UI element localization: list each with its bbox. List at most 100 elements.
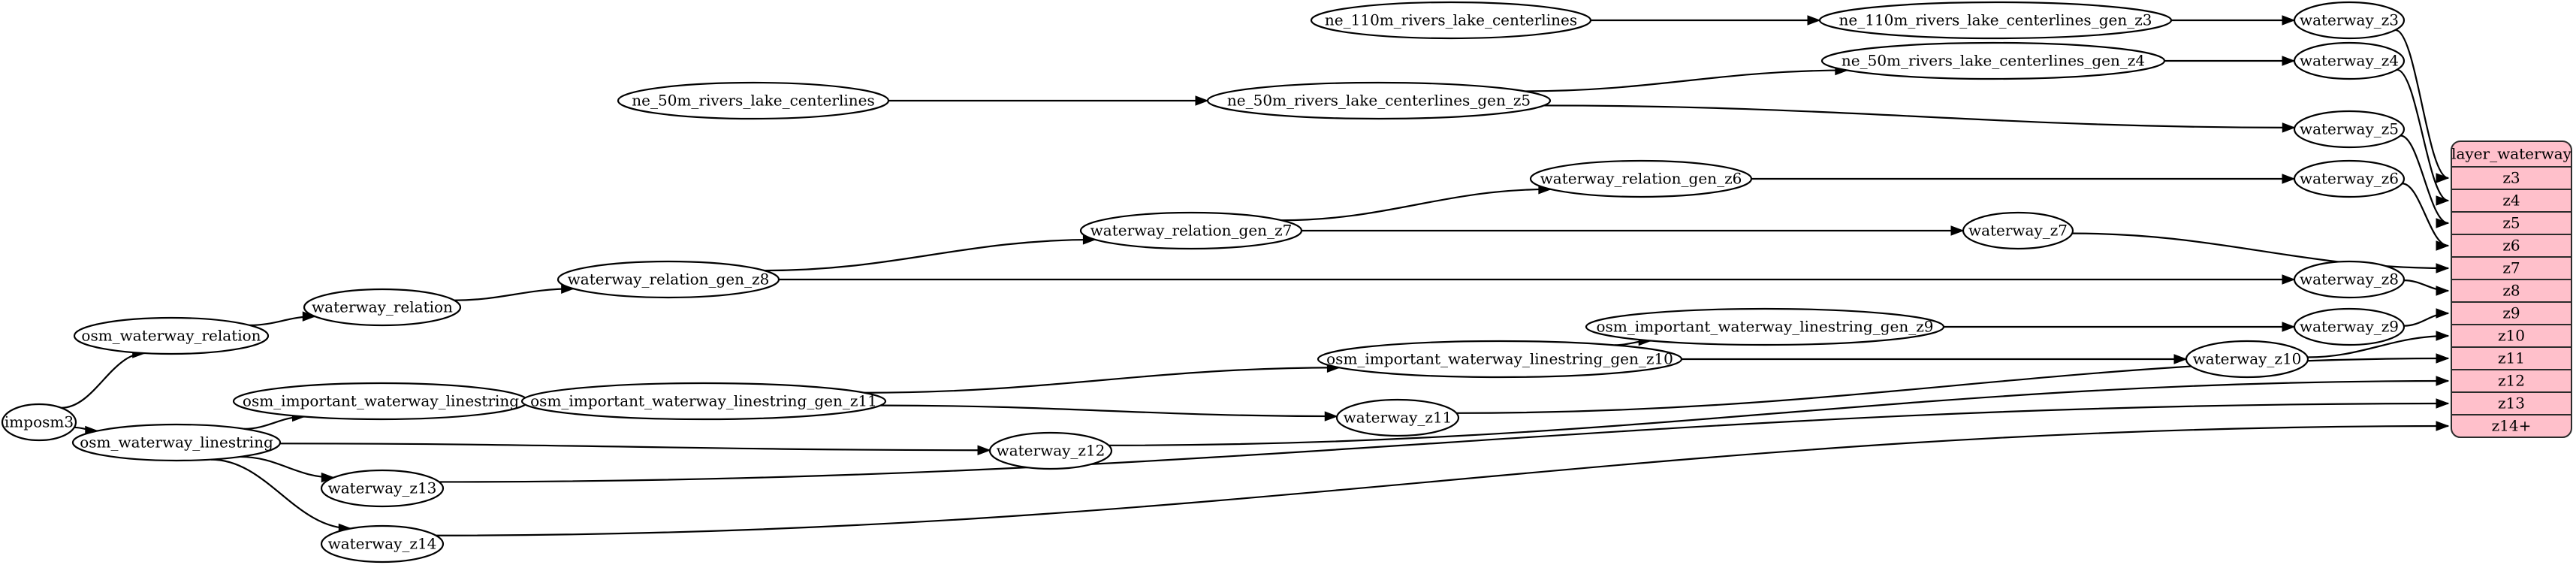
graph-edge [2072,232,2449,270]
graph-node-osm_waterway_relation[interactable]: osm_waterway_relation [73,316,270,355]
node-ellipse [2293,159,2406,198]
node-label: imposm3 [5,413,74,431]
node-ellipse [71,423,282,462]
graph-node-waterway_z5[interactable]: waterway_z5 [2293,110,2406,149]
graph-node-osm_important_waterway_linestring_gen_z10[interactable]: osm_important_waterway_linestring_gen_z1… [1317,340,1683,379]
graph-node-waterway_relation_gen_z8[interactable]: waterway_relation_gen_z8 [557,260,780,299]
edge-arrowhead [2436,218,2450,228]
graph-node-waterway_z7[interactable]: waterway_z7 [1962,211,2074,250]
node-ellipse [303,288,462,327]
node-label: waterway_z3 [2300,11,2399,29]
node-label: osm_waterway_linestring [80,434,273,452]
layer-table-row-z3[interactable]: z3 [2502,169,2520,187]
graph-edge [210,458,351,530]
graph-node-osm_important_waterway_linestring[interactable]: osm_important_waterway_linestring [232,382,529,421]
graph-node-waterway_z4[interactable]: waterway_z4 [2293,41,2406,80]
graph-node-osm_important_waterway_linestring_gen_z11[interactable]: osm_important_waterway_linestring_gen_z1… [520,382,887,421]
node-label: waterway_relation_gen_z8 [568,270,770,289]
node-label: waterway_z10 [2193,350,2302,368]
layer-table-row-z7[interactable]: z7 [2502,259,2520,277]
layer-table-row-z11[interactable]: z11 [2498,349,2525,367]
node-label: waterway_z12 [997,442,1106,460]
node-ellipse [2293,307,2406,346]
layer-table-row-z9[interactable]: z9 [2502,304,2520,322]
graph-node-waterway_z13[interactable]: waterway_z13 [320,469,445,508]
graph-edge [2402,183,2449,247]
graph-node-waterway_z10[interactable]: waterway_z10 [2185,340,2309,379]
node-label: ne_50m_rivers_lake_centerlines [632,92,874,110]
node-ellipse [988,431,1113,470]
node-ellipse [1585,307,1945,346]
graph-node-waterway_z11[interactable]: waterway_z11 [1335,398,1460,437]
layer-table-row-z10[interactable]: z10 [2498,327,2525,345]
edge-arrowhead [2436,263,2450,273]
edge-arrowhead [1950,225,1965,236]
node-label: waterway_z7 [1968,222,2068,240]
layer-table-row-z14+[interactable]: z14+ [2492,417,2532,435]
graph-node-waterway_relation_gen_z6[interactable]: waterway_relation_gen_z6 [1529,159,1753,198]
edge-layer [61,15,2450,536]
graph-node-ne_50m_rivers_lake_centerlines_gen_z4[interactable]: ne_50m_rivers_lake_centerlines_gen_z4 [1820,41,2166,80]
node-ellipse [2293,260,2406,299]
layer-table-row-z6[interactable]: z6 [2502,237,2520,255]
edge-arrowhead [2436,240,2450,251]
node-ellipse [1,403,77,442]
layer-table-row-z12[interactable]: z12 [2498,372,2525,390]
layer-table-row-z8[interactable]: z8 [2502,282,2520,300]
node-label: osm_important_waterway_linestring_gen_z1… [1326,350,1673,368]
graph-node-waterway_z8[interactable]: waterway_z8 [2293,260,2406,299]
node-ellipse [73,316,270,355]
layer-table-body [2451,140,2572,438]
node-label: waterway_z4 [2300,52,2399,70]
node-ellipse [320,524,445,563]
node-label: waterway_relation [312,298,453,316]
node-ellipse [2293,41,2406,80]
node-label: osm_important_waterway_linestring_gen_z9 [1597,318,1934,336]
graph-node-waterway_z6[interactable]: waterway_z6 [2293,159,2406,198]
layer-table-header: layer_waterway [2451,145,2572,163]
graph-edge [880,404,1338,418]
node-layer: imposm3 osm_waterway_relation osm_waterway… [1,1,2406,563]
graph-edge [1543,104,2295,128]
node-ellipse [1310,1,1592,40]
graph-edge [436,425,2449,536]
graph-node-waterway_relation[interactable]: waterway_relation [303,288,462,327]
graph-edge [279,443,991,452]
graph-node-waterway_z9[interactable]: waterway_z9 [2293,307,2406,346]
node-ellipse [1206,81,1552,120]
graph-edge [2307,334,2449,358]
graph-edge [2397,68,2449,202]
node-label: waterway_z6 [2300,170,2399,188]
edge-arrowhead [2282,174,2296,184]
layer-table-row-z5[interactable]: z5 [2502,214,2520,232]
graph-node-osm_important_waterway_linestring_gen_z9[interactable]: osm_important_waterway_linestring_gen_z9 [1585,307,1945,346]
graph-edge [454,288,574,301]
graph-node-ne_110m_rivers_lake_centerlines[interactable]: ne_110m_rivers_lake_centerlines [1310,1,1592,40]
graph-edge [61,352,145,409]
node-ellipse [520,382,887,421]
edge-arrowhead [2436,173,2450,183]
edge-arrowhead [2282,322,2296,332]
edge-arrowhead [2436,421,2450,431]
node-label: waterway_relation_gen_z6 [1540,170,1742,188]
graph-node-waterway_z14[interactable]: waterway_z14 [320,524,445,563]
graph-node-ne_50m_rivers_lake_centerlines_gen_z5[interactable]: ne_50m_rivers_lake_centerlines_gen_z5 [1206,81,1552,120]
node-label: ne_50m_rivers_lake_centerlines_gen_z5 [1227,92,1531,110]
graph-node-osm_waterway_linestring[interactable]: osm_waterway_linestring [71,423,282,462]
graph-node-waterway_relation_gen_z7[interactable]: waterway_relation_gen_z7 [1079,211,1303,250]
node-ellipse [2293,110,2406,149]
node-label: waterway_z5 [2300,120,2399,138]
layer-table-row-z4[interactable]: z4 [2502,192,2520,210]
graph-node-ne_50m_rivers_lake_centerlines[interactable]: ne_50m_rivers_lake_centerlines [617,81,890,120]
node-label: ne_50m_rivers_lake_centerlines_gen_z4 [1842,52,2145,70]
graph-node-waterway_z12[interactable]: waterway_z12 [988,431,1113,470]
layer-table-row-z13[interactable]: z13 [2498,394,2525,412]
node-label: osm_important_waterway_linestring_gen_z1… [530,392,877,410]
graph-node-waterway_z3[interactable]: waterway_z3 [2293,1,2406,40]
graph-edge [1281,188,1551,222]
graph-node-ne_110m_rivers_lake_centerlines_gen_z3[interactable]: ne_110m_rivers_lake_centerlines_gen_z3 [1818,1,2173,40]
graph-node-imposm3[interactable]: imposm3 [1,403,77,442]
node-label: ne_110m_rivers_lake_centerlines_gen_z3 [1839,11,2152,29]
